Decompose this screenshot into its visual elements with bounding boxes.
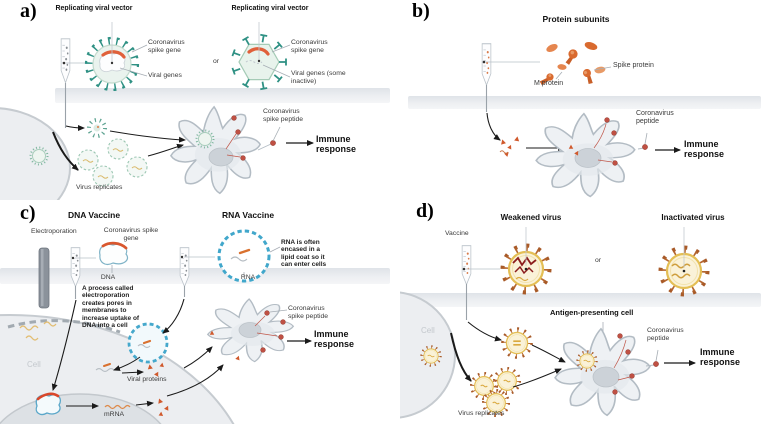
host-cell-icon — [400, 291, 456, 419]
label-coronavirus-peptide: Coronavirus peptide — [636, 110, 674, 126]
header-viral-vector-1: Replicating viral vector — [55, 5, 133, 12]
virus-single-icon — [500, 326, 534, 360]
panel-b-artwork — [481, 42, 681, 198]
virus-burst-icon — [87, 118, 107, 138]
vaccine-vial-icon — [481, 43, 540, 112]
panel-letter: c) — [20, 202, 36, 224]
label-vaccine: Vaccine — [445, 230, 469, 237]
panel-a-artwork — [0, 22, 314, 200]
antigen-presenting-cell-icon — [554, 322, 659, 417]
lipid-vesicle-icon — [127, 322, 169, 364]
viral-vector-hex-icon — [231, 22, 287, 91]
label-antigen-presenting-cell: Antigen-presenting cell — [550, 308, 634, 317]
dna-strands-icon — [19, 321, 57, 341]
header-rna-vaccine: RNA Vaccine — [221, 210, 275, 220]
tissue-band — [408, 96, 761, 109]
label-coronavirus-peptide: Coronavirus peptide — [647, 327, 684, 342]
panel-b-protein-subunits: b) Protein subunits Spike protein M prot… — [400, 0, 761, 200]
peptide-dots-icon — [260, 310, 286, 353]
panel-letter: d) — [416, 200, 434, 222]
peptide-dots-icon — [612, 333, 659, 395]
label-spike-gene: Coronavirus spike gene — [103, 227, 159, 242]
label-immune-response: Immune response — [314, 329, 355, 350]
label-viral-proteins: Viral proteins — [127, 376, 167, 383]
panel-d-weakened-inactivated: d) Weakened virus Inactivated virus Vacc… — [400, 200, 761, 424]
antigen-presenting-cell-icon — [207, 298, 295, 363]
leader-lines — [555, 66, 612, 80]
label-immune-response: Immune response — [316, 134, 357, 155]
label-viral-genes-1: Viral genes — [148, 72, 182, 79]
virus-in-apc-icon — [195, 129, 215, 149]
leader-lines — [119, 44, 291, 78]
weakened-virus-icon — [503, 227, 550, 293]
label-cell: Cell — [421, 326, 435, 335]
flow-arrows — [52, 124, 314, 171]
virus-in-apc-icon — [575, 349, 599, 373]
panel-a-viral-vector: a) Replicating viral vector Replicating … — [0, 0, 390, 200]
electroporation-rod-icon — [38, 247, 50, 309]
rna-lipid-particle-icon — [217, 229, 281, 283]
label-or: or — [595, 257, 602, 264]
panel-c-artwork — [0, 229, 312, 424]
host-cell-icon — [0, 107, 71, 200]
rna-vial-icon — [179, 247, 215, 297]
flow-arrows — [450, 321, 696, 388]
dna-plasmid-in-cell-icon — [35, 392, 62, 416]
note-rna-lipid: RNA is often encased in a lipid coat so … — [281, 239, 327, 269]
header-protein-subunits: Protein subunits — [542, 14, 610, 24]
label-spike-gene-2: Coronavirus spike gene — [291, 39, 328, 54]
viral-vector-round-icon — [86, 22, 138, 90]
membrane-pores-icon — [7, 319, 121, 334]
peptide-dots-icon — [604, 117, 648, 166]
mrna-strand-icon — [104, 404, 131, 410]
tissue-band — [400, 293, 761, 307]
label-or: or — [213, 58, 220, 65]
label-viral-genes-2: Viral genes (some inactive) — [291, 70, 346, 85]
dna-vial-icon — [70, 247, 96, 299]
label-immune-response: Immune response — [684, 139, 725, 160]
label-spike-peptide: Coronavirus spike peptide — [263, 108, 304, 123]
antigen-presenting-cell-icon — [535, 112, 648, 198]
virus-replicates-icon — [469, 366, 522, 418]
label-rna: RNA — [240, 274, 256, 281]
dna-plasmid-icon — [99, 241, 129, 273]
panel-d-artwork — [400, 227, 761, 419]
rna-strand-icon — [95, 363, 115, 373]
peptide-dots-icon — [231, 115, 276, 161]
header-viral-vector-2: Replicating viral vector — [231, 5, 309, 12]
header-weakened-virus: Weakened virus — [500, 213, 562, 222]
label-spike-gene-1: Coronavirus spike gene — [148, 39, 185, 54]
virus-replicates-icon — [77, 138, 148, 187]
tissue-band — [0, 268, 390, 284]
vaccine-vial-icon — [60, 38, 88, 128]
label-cell: Cell — [27, 360, 41, 369]
label-electroporation: Electroporation — [31, 228, 77, 235]
flow-arrows — [51, 298, 312, 409]
tissue-band — [55, 88, 390, 103]
label-immune-response: Immune response — [700, 347, 741, 368]
label-spike-protein: Spike protein — [613, 62, 654, 69]
panel-letter: a) — [20, 0, 37, 22]
antigen-presenting-cell-icon — [170, 106, 281, 195]
label-spike-peptide: Coronavirus spike peptide — [288, 305, 329, 320]
label-m-protein: M protein — [534, 80, 564, 87]
inactivated-virus-icon — [661, 227, 708, 295]
label-mrna: mRNA — [104, 411, 125, 418]
vaccine-vial-icon — [461, 245, 500, 320]
header-inactivated-virus: Inactivated virus — [661, 213, 725, 222]
label-virus-replicates: Virus replicates — [458, 410, 505, 417]
injected-proteins-icon — [499, 135, 520, 157]
virus-in-cell-icon — [29, 146, 49, 166]
virus-in-cell-icon — [419, 344, 443, 368]
label-virus-replicates: Virus replicates — [76, 184, 123, 191]
protein-subunits-icon — [539, 42, 606, 86]
note-electroporation: A process called electroporation creates… — [82, 285, 140, 330]
label-dna: DNA — [100, 274, 116, 281]
header-dna-vaccine: DNA Vaccine — [67, 210, 121, 220]
panel-c-dna-rna-vaccine: c) DNA Vaccine RNA Vaccine Electroporati… — [0, 200, 390, 424]
panel-letter: b) — [412, 0, 430, 22]
